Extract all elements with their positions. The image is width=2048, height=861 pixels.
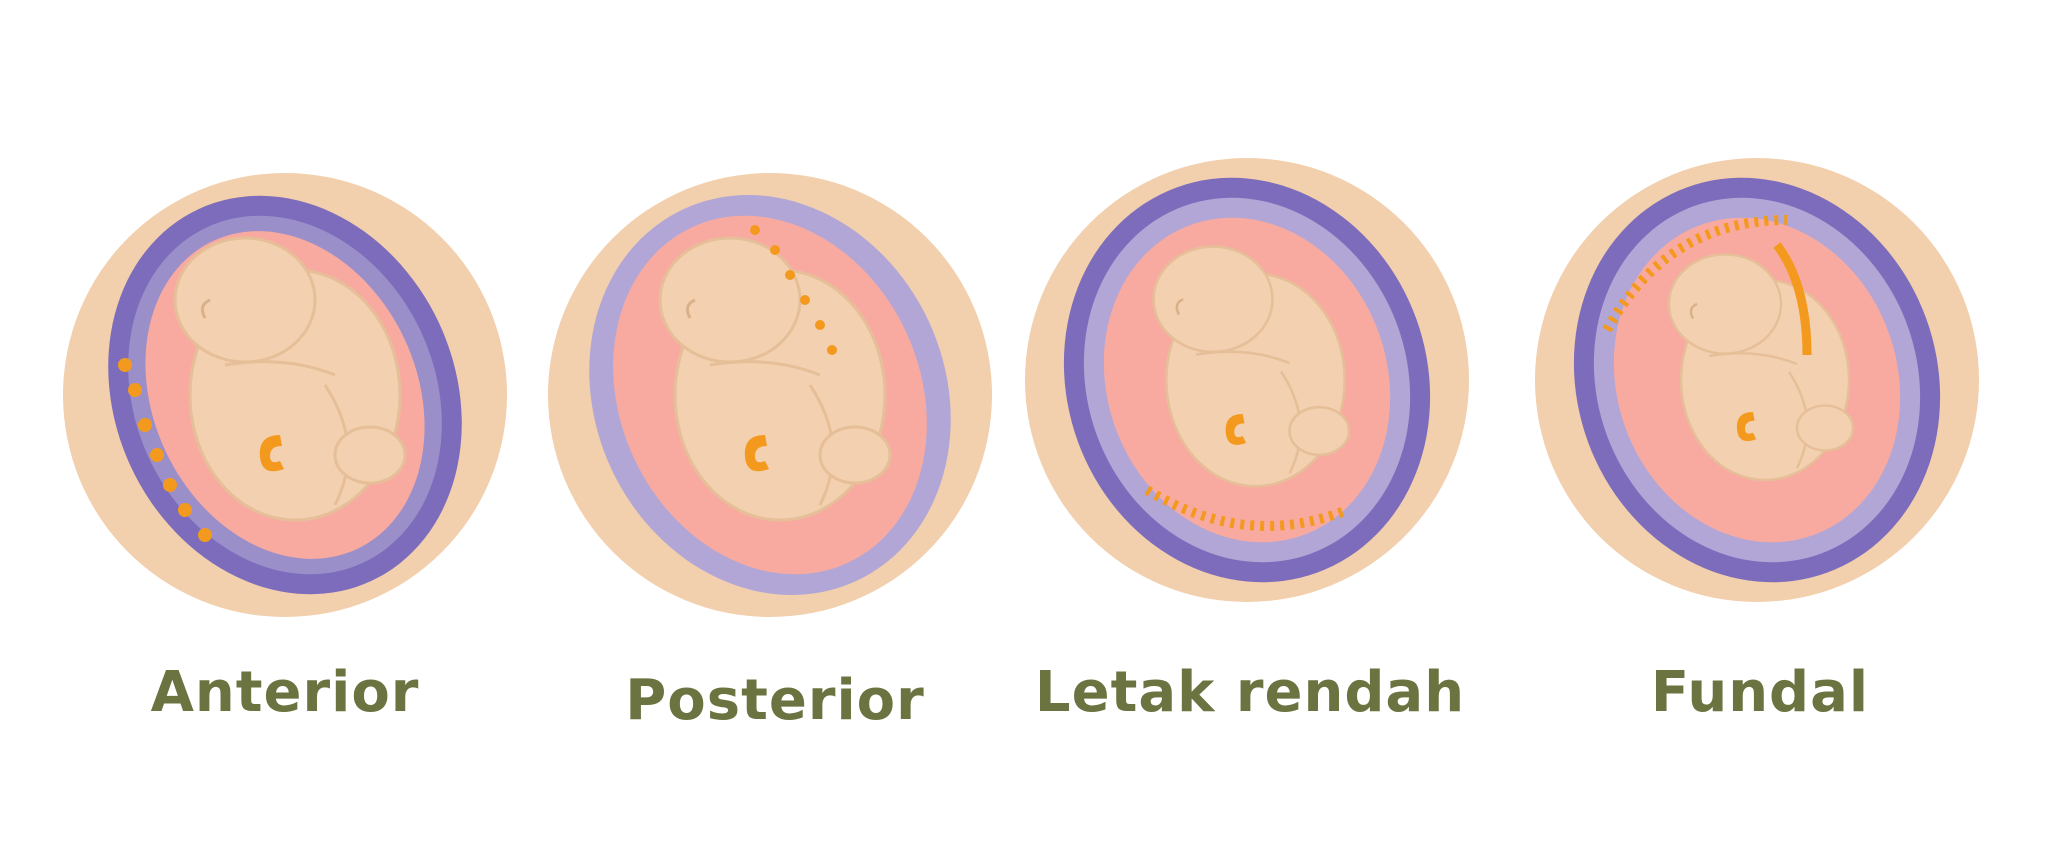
label-posterior: Posterior (625, 668, 925, 733)
panel-anterior (63, 173, 507, 617)
placenta-fundal (1602, 215, 1788, 333)
label-letak-rendah: Letak rendah (1034, 660, 1466, 725)
placenta-low-lying (1144, 485, 1349, 531)
panel-fundal (1535, 158, 1979, 602)
label-fundal: Fundal (1650, 660, 1870, 725)
placenta-posterior (750, 225, 837, 355)
panel-posterior (548, 173, 992, 617)
panel-letak-rendah (1025, 158, 1469, 602)
placenta-anterior (118, 358, 212, 542)
umbilical-cord (1773, 242, 1812, 356)
label-anterior: Anterior (150, 660, 420, 725)
